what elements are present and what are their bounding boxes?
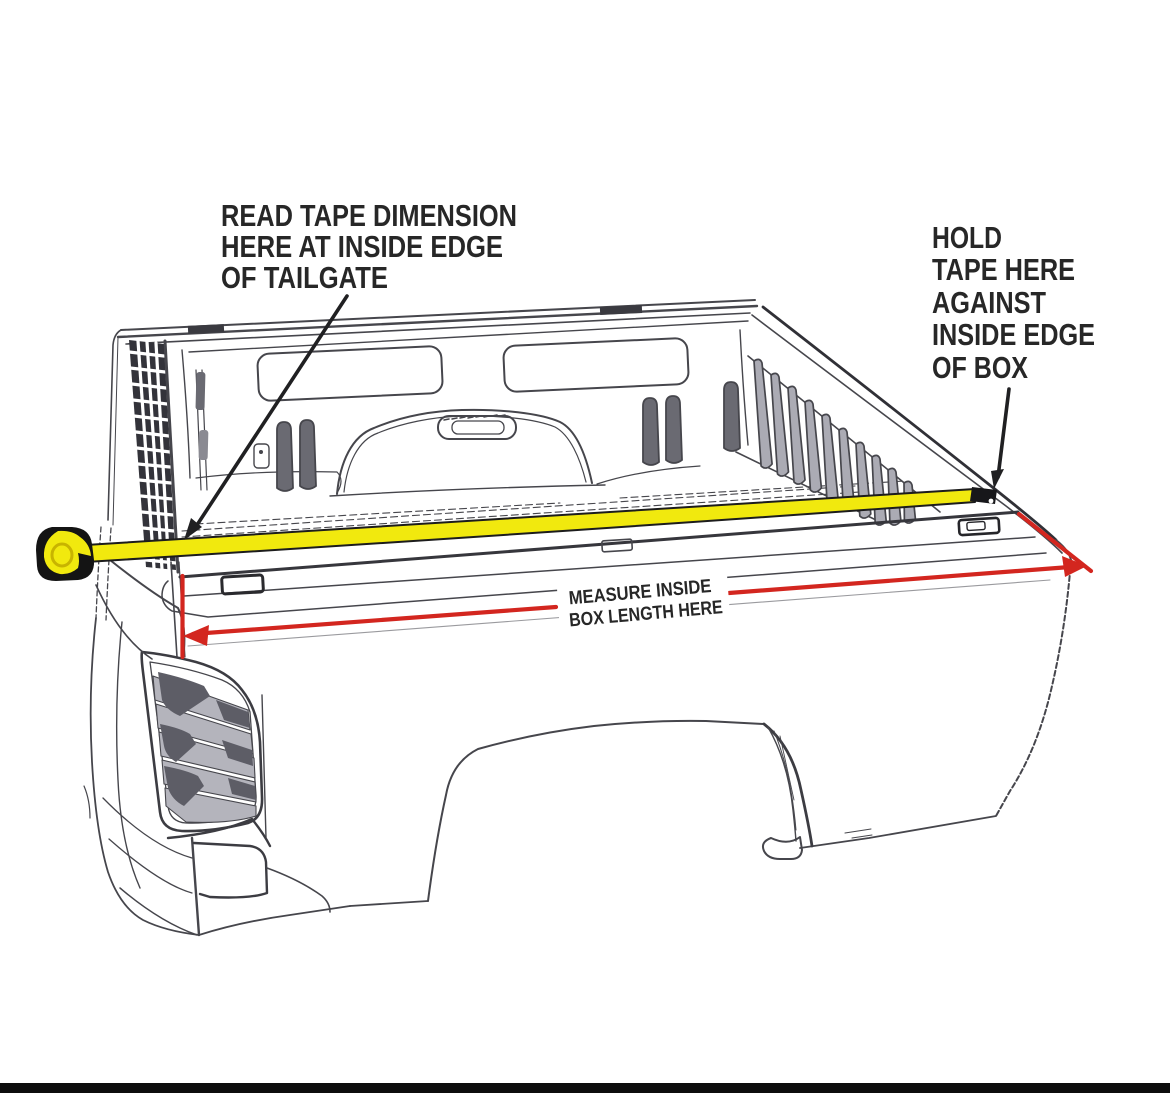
svg-text:OF BOX: OF BOX — [932, 351, 1029, 385]
svg-text:READ TAPE DIMENSION: READ TAPE DIMENSION — [221, 199, 517, 233]
svg-text:TAPE HERE: TAPE HERE — [932, 253, 1075, 287]
svg-text:HOLD: HOLD — [932, 221, 1002, 255]
svg-text:AGAINST: AGAINST — [932, 286, 1046, 320]
svg-text:INSIDE EDGE: INSIDE EDGE — [932, 318, 1095, 352]
svg-text:OF TAILGATE: OF TAILGATE — [221, 261, 388, 295]
svg-text:HERE AT INSIDE EDGE: HERE AT INSIDE EDGE — [221, 230, 503, 264]
